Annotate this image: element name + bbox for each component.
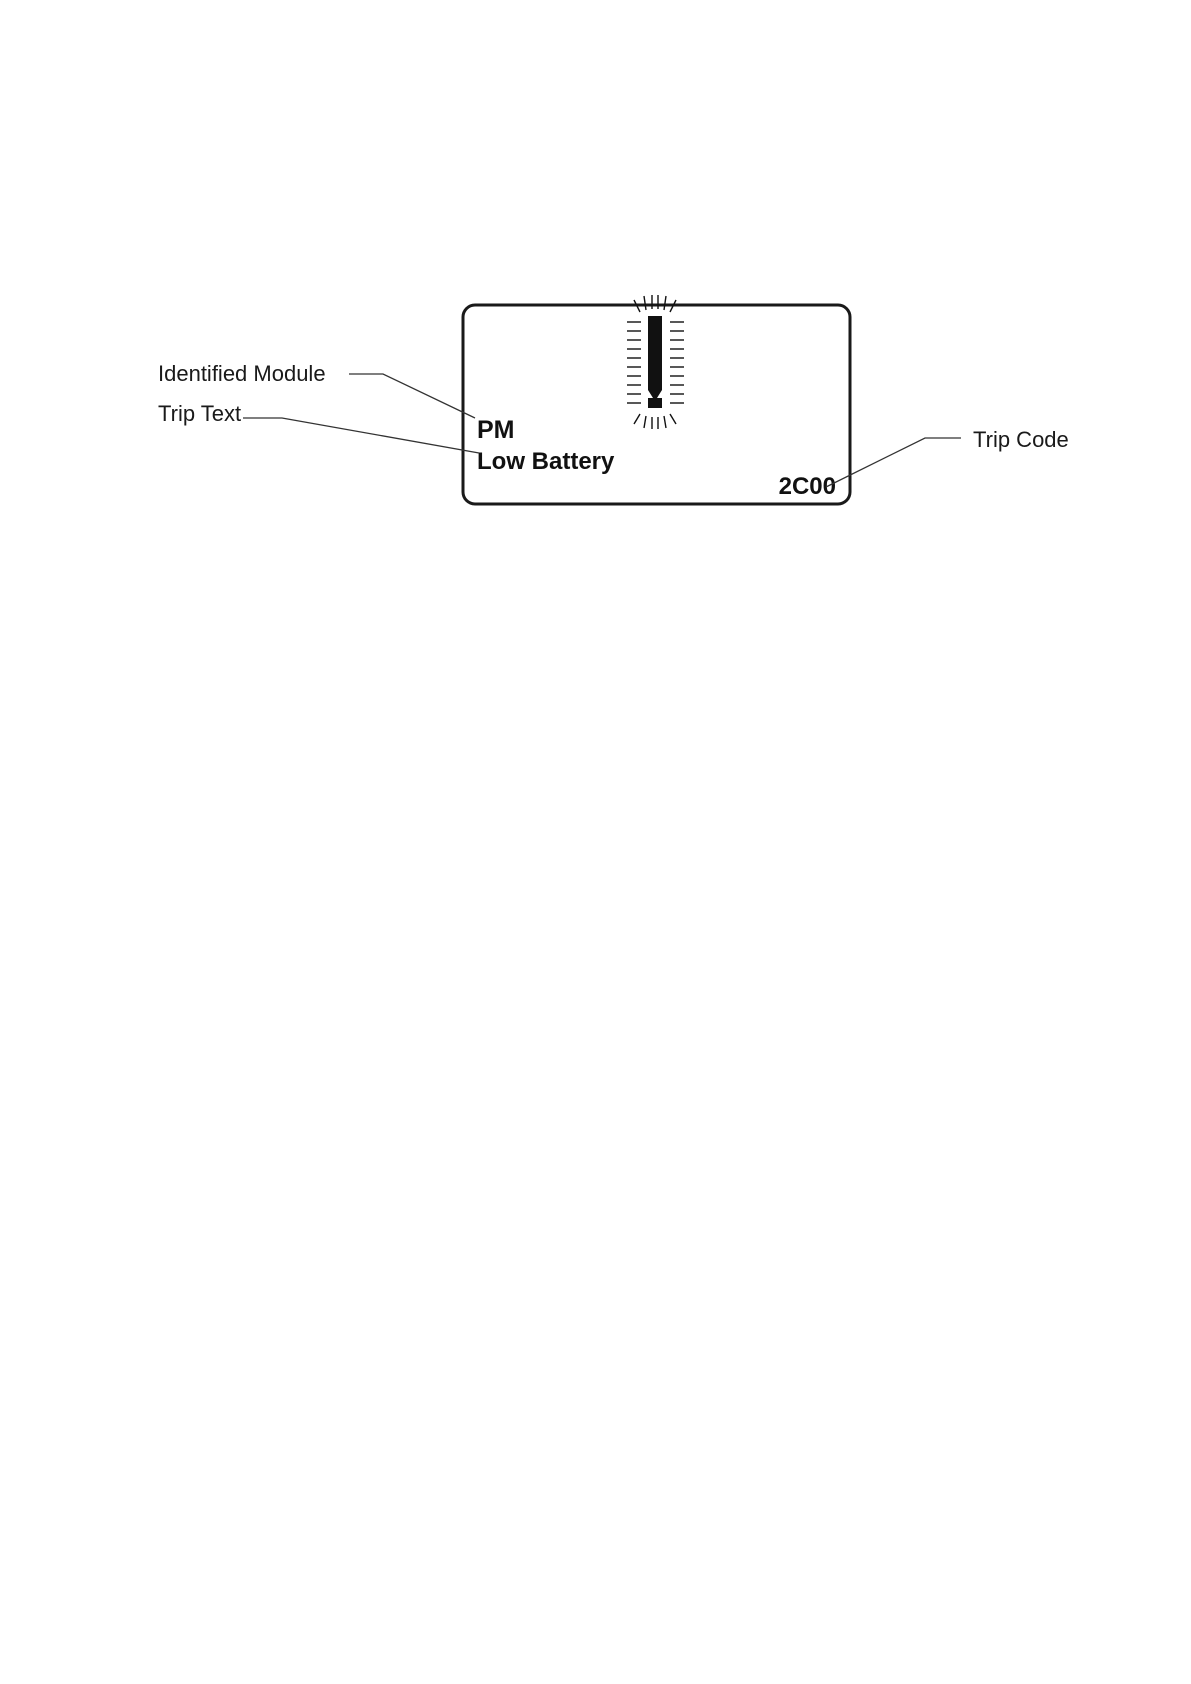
trip-text-label: Trip Text <box>158 401 241 426</box>
trip-code-label: Trip Code <box>973 427 1069 452</box>
module-text: PM <box>477 416 515 444</box>
identified-module-label: Identified Module <box>158 361 326 386</box>
trip-text-leader <box>243 418 479 453</box>
identified-module-leader <box>349 374 475 418</box>
trip-text-value: Low Battery <box>477 448 615 475</box>
